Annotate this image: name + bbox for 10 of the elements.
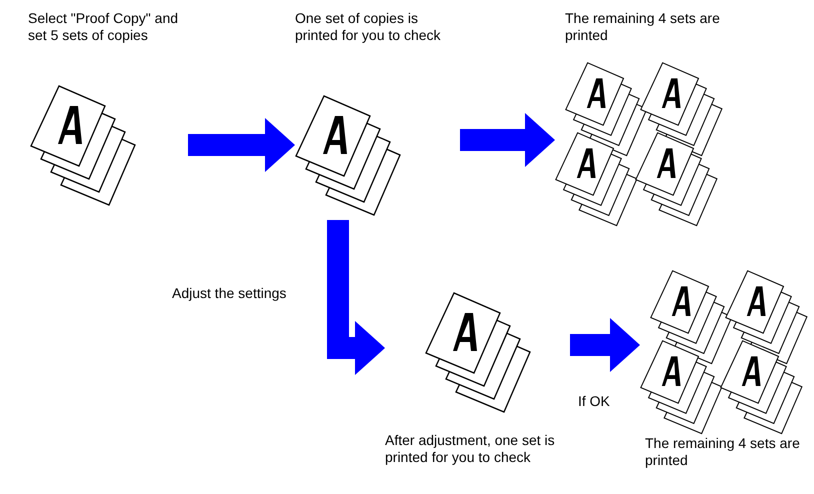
step-caption: The remaining 4 sets are printed	[645, 435, 801, 469]
step-caption: After adjustment, one set is printed for you to check	[385, 432, 556, 466]
block-arrow	[327, 220, 385, 375]
step-caption: Select "Proof Copy" and set 5 sets of copies	[28, 10, 180, 44]
block-arrow	[570, 318, 640, 372]
edge-label: Adjust the settings	[172, 285, 286, 302]
block-arrow	[188, 118, 295, 172]
block-arrow	[460, 113, 555, 167]
step-caption: One set of copies is printed for you to check	[295, 10, 442, 44]
step-caption: The remaining 4 sets are printed	[565, 10, 721, 44]
